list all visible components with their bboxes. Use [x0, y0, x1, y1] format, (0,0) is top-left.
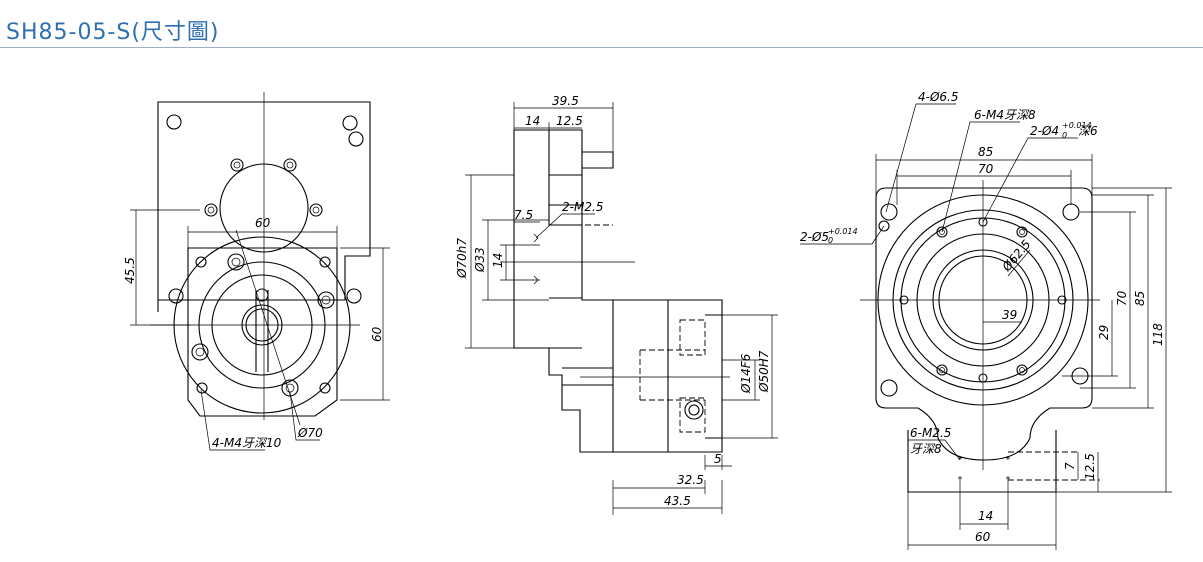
back-dim-7: 7 [1063, 462, 1077, 470]
back-thread-6m25: 6-M2.5 [910, 426, 951, 440]
back-dim-12-5: 12.5 [1083, 453, 1097, 480]
front-dim-60-side: 60 [370, 326, 384, 342]
title-underline [0, 47, 1203, 48]
side-dim-39-5: 39.5 [552, 94, 579, 108]
side-dim-14: 14 [525, 114, 540, 128]
back-dim-14: 14 [978, 509, 993, 523]
side-dim-14-v: 14 [491, 253, 505, 268]
back-pin-2d4-depth: 深6 [1078, 124, 1098, 138]
back-holes-4: 4-Ø6.5 [918, 90, 959, 104]
page-title: SH85-05-S(尺寸圖) [6, 20, 220, 45]
back-dim-39: 39 [1002, 308, 1017, 322]
back-pin-2d4: 2-Ø4 [1030, 124, 1059, 138]
back-pin-2d5-tol: +0.014 [828, 227, 858, 236]
back-dim-70-side: 70 [1115, 290, 1129, 306]
side-dim-43-5: 43.5 [664, 494, 691, 508]
back-view [800, 103, 1172, 550]
back-thread-6m4: 6-M4牙深8 [974, 108, 1036, 122]
back-dim-70-top: 70 [978, 162, 994, 176]
back-pin-2d5: 2-Ø5 [800, 230, 829, 244]
front-dim-dia70: Ø70 [297, 426, 323, 440]
back-dim-85-top: 85 [978, 145, 993, 159]
back-dim-85-side: 85 [1133, 291, 1147, 306]
side-dim-50h7: Ø50H7 [757, 350, 771, 393]
side-dim-7-5: 7.5 [514, 208, 533, 222]
back-dim-118: 118 [1151, 323, 1165, 346]
back-pin-2d4-tol: +0.014 [1062, 121, 1092, 130]
back-dim-60: 60 [975, 530, 991, 544]
front-dim-60-top: 60 [255, 216, 271, 230]
side-dim-14f6: Ø14F6 [739, 353, 753, 394]
side-thread-2m25: 2-M2.5 [562, 200, 603, 214]
back-thread-6m25-depth: 牙深8 [910, 442, 942, 456]
side-dim-70h7: Ø70h7 [455, 238, 469, 279]
back-dim-29: 29 [1097, 325, 1111, 340]
side-view [465, 102, 778, 515]
side-dim-32-5: 32.5 [677, 473, 704, 487]
back-pin-2d5-zero: 0 [828, 236, 833, 245]
back-pin-2d4-zero: 0 [1062, 131, 1067, 140]
front-view [130, 92, 390, 451]
front-dim-45-5: 45.5 [123, 257, 137, 284]
side-dim-33: Ø33 [473, 247, 487, 273]
side-dim-5: 5 [714, 452, 722, 466]
front-thread-note: 4-M4牙深10 [212, 436, 282, 450]
side-dim-12-5: 12.5 [556, 114, 583, 128]
